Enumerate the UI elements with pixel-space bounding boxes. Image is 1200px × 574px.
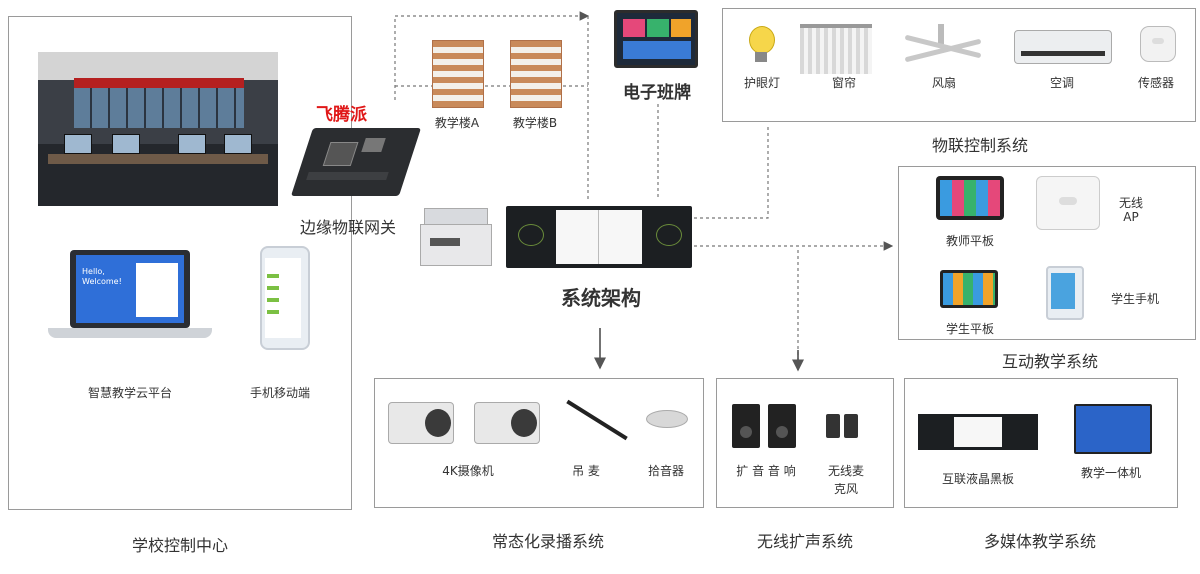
iot-control-title: 物联控制系统: [931, 136, 1028, 155]
speaker-icon: [732, 404, 760, 448]
printer-device-icon: [420, 208, 492, 268]
building-b-label: 教学楼B: [512, 116, 558, 130]
e-board-label: 电子班牌: [623, 83, 691, 103]
wireless-mic-label-line2: 克风: [833, 482, 858, 496]
all-in-one-label: 教学一体机: [1080, 466, 1141, 480]
air-conditioner-icon: [1014, 30, 1112, 64]
iot-item-label: 窗帘: [831, 76, 856, 90]
wireless-ap-label-line1: 无线: [1118, 196, 1143, 210]
teacher-tablet-label: 教师平板: [945, 234, 994, 248]
pa-system-title: 无线扩声系统: [756, 532, 853, 551]
architecture-label: 系统架构: [561, 286, 641, 310]
student-phone-icon: [1046, 266, 1084, 320]
wireless-mic-label-line1: 无线麦: [827, 464, 864, 478]
iot-item-label: 风扇: [931, 76, 956, 90]
student-tablet-icon: [940, 270, 998, 308]
lcd-blackboard-icon: [918, 414, 1038, 450]
student-phone-label: 学生手机: [1110, 292, 1159, 306]
laptop-base: [48, 328, 212, 338]
student-tablet-label: 学生平板: [945, 322, 994, 336]
laptop-icon: Hello, Welcome!: [70, 250, 190, 328]
gateway-brand-label: 飞腾派: [316, 105, 367, 125]
architecture-board-icon: [506, 206, 692, 268]
speaker-label: 扩 音 音 响: [736, 464, 796, 478]
pickup-icon: [646, 410, 688, 428]
speaker-icon: [768, 404, 796, 448]
control-room-photo: [38, 52, 278, 206]
video-wall: [74, 88, 244, 128]
line-to-eboard: [394, 11, 590, 100]
iot-item-label: 空调: [1049, 76, 1074, 90]
camera-label: 4K摄像机: [442, 464, 494, 478]
multimedia-teaching-title: 多媒体教学系统: [983, 532, 1096, 551]
eye-lamp-icon: [748, 26, 775, 66]
pickup-label: 拾音器: [647, 464, 684, 478]
wireless-ap-label-line2: AP: [1123, 210, 1139, 224]
wireless-ap-icon: [1036, 176, 1100, 230]
curtain-icon: [800, 24, 872, 74]
teacher-tablet-icon: [936, 176, 1004, 220]
line-arch-to-iot: [694, 124, 769, 219]
cloud-platform-label: 智慧教学云平台: [87, 386, 172, 400]
building-b-icon: [510, 40, 562, 108]
iot-item-label: 护眼灯: [743, 76, 780, 90]
interactive-teaching-title: 互动教学系统: [1001, 352, 1098, 371]
sensor-icon: [1140, 26, 1176, 62]
school-control-center-title: 学校控制中心: [131, 536, 228, 555]
building-a-icon: [432, 40, 484, 108]
building-a-label: 教学楼A: [434, 116, 480, 130]
e-board-icon: [614, 10, 698, 68]
lcd-blackboard-label: 互联液晶黑板: [941, 472, 1014, 486]
mobile-phone-icon: [260, 246, 310, 350]
all-in-one-icon: [1074, 404, 1152, 454]
mobile-label: 手机移动端: [249, 386, 310, 400]
fan-icon: [902, 24, 986, 68]
iot-item-label: 传感器: [1137, 76, 1174, 90]
gateway-label: 边缘物联网关: [300, 218, 397, 237]
camera-icon: [388, 402, 454, 444]
recording-system-title: 常态化录播系统: [491, 532, 604, 551]
gateway-board-icon: [290, 128, 422, 196]
camera-icon: [474, 402, 540, 444]
hanging-mic-label: 吊 麦: [572, 464, 600, 478]
wireless-mic-icon: [826, 408, 860, 440]
